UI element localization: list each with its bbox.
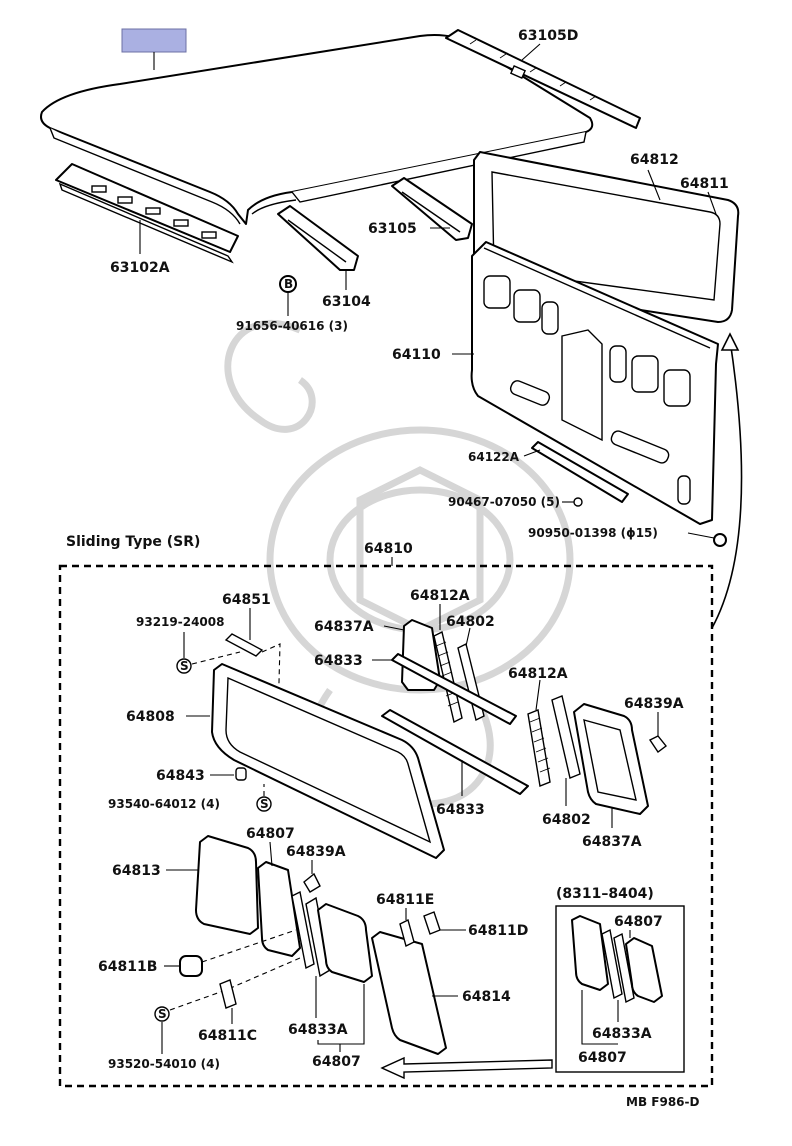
- part-63104-bracket: [277, 205, 359, 271]
- label-93520: 93520-54010 (4): [108, 1057, 220, 1071]
- screw-93219-icon: [176, 658, 192, 674]
- label-64811B: 64811B: [98, 959, 157, 975]
- label-64839A-a: 64839A: [624, 696, 684, 712]
- label-93540: 93540-64012 (4): [108, 797, 220, 811]
- label-64833A-b: 64833A: [592, 1026, 652, 1042]
- part-64808-frame: [211, 663, 445, 859]
- grommet-90950-icon: [713, 533, 727, 547]
- label-63105D: 63105D: [518, 28, 578, 44]
- label-64814: 64814: [462, 989, 511, 1005]
- part-64110-back-panel: [470, 241, 719, 525]
- label-64837A-b: 64837A: [582, 834, 642, 850]
- label-90950: 90950-01398 (ϕ15): [528, 526, 658, 540]
- part-64802-right: [551, 695, 581, 779]
- label-64833-a: 64833: [314, 653, 363, 669]
- part-64807-inset-a: [571, 915, 609, 991]
- part-64811D-clip: [423, 911, 441, 935]
- label-64807-d: 64807: [578, 1050, 627, 1066]
- label-64833-b: 64833: [436, 802, 485, 818]
- label-63105: 63105: [368, 221, 417, 237]
- part-64837A-right: [573, 703, 649, 815]
- label-64811-top: 64811: [680, 176, 729, 192]
- screw-93540-symbol: S: [260, 797, 269, 811]
- label-64813: 64813: [112, 863, 161, 879]
- label-90467: 90467-07050 (5): [448, 495, 560, 509]
- inset-to-main-arrow-icon: [380, 1056, 553, 1080]
- label-inset-range: (8311–8404): [556, 886, 654, 902]
- label-64122A: 64122A: [468, 450, 520, 464]
- highlight-marker: [121, 28, 187, 53]
- label-64808: 64808: [126, 709, 175, 725]
- label-64812A-b: 64812A: [508, 666, 568, 682]
- curved-direction-arrow: [711, 339, 743, 629]
- sliding-type-box: [58, 564, 714, 1088]
- part-64843-stop: [235, 767, 247, 781]
- label-64811E: 64811E: [376, 892, 434, 908]
- part-64122A-strip: [531, 441, 629, 503]
- label-64802-a: 64802: [446, 614, 495, 630]
- roof-panel: [40, 34, 594, 225]
- label-64807-c: 64807: [614, 914, 663, 930]
- label-64843: 64843: [156, 768, 205, 784]
- diagram-code: MB F986-D: [626, 1095, 699, 1109]
- part-64839A-small: [303, 872, 321, 893]
- part-64807-glass-a: [257, 861, 301, 957]
- part-64839A-right: [648, 735, 667, 754]
- label-64807-b: 64807: [312, 1054, 361, 1070]
- part-64851-latch: [224, 633, 264, 657]
- part-64807-inset-b: [625, 937, 663, 1003]
- label-64812-top: 64812: [630, 152, 679, 168]
- label-64811C: 64811C: [198, 1028, 257, 1044]
- label-64110: 64110: [392, 347, 441, 363]
- label-sliding-type: Sliding Type (SR): [66, 534, 200, 550]
- part-64807-glass-b: [317, 903, 373, 983]
- part-64811E-clip: [399, 918, 415, 948]
- part-64814-glass: [371, 931, 447, 1055]
- label-64812A-a: 64812A: [410, 588, 470, 604]
- screw-93520-symbol: S: [158, 1007, 167, 1021]
- inset-box: [555, 905, 685, 1073]
- label-91656: 91656-40616 (3): [236, 319, 348, 333]
- label-64807-a: 64807: [246, 826, 295, 842]
- screw-90467-icon: [573, 497, 583, 507]
- part-63105-bracket: [391, 177, 473, 241]
- curved-arrow-head-icon: [720, 332, 740, 351]
- screw-93219-symbol: S: [180, 659, 189, 673]
- screw-93520-icon: [154, 1006, 170, 1022]
- label-64802-b: 64802: [542, 812, 591, 828]
- part-64812A-right: [527, 709, 551, 787]
- part-64833A-guide-a: [291, 890, 315, 970]
- label-64811D: 64811D: [468, 923, 528, 939]
- label-63102A: 63102A: [110, 260, 170, 276]
- part-64813-glass: [195, 835, 259, 935]
- part-64833A-inset-b: [613, 932, 635, 1004]
- label-64839A-b: 64839A: [286, 844, 346, 860]
- label-93219: 93219-24008: [136, 615, 224, 629]
- label-64810: 64810: [364, 541, 413, 557]
- part-64811B-pad: [179, 955, 203, 977]
- part-64811C-clip: [219, 979, 237, 1009]
- label-64833A-a: 64833A: [288, 1022, 348, 1038]
- label-64837A-a: 64837A: [314, 619, 374, 635]
- screw-93540-icon: [256, 796, 272, 812]
- bolt-91656-symbol: B: [284, 277, 293, 291]
- part-64833A-inset-a: [601, 928, 623, 1000]
- part-64833-upper-guide: [391, 653, 517, 725]
- part-63105D-rail: [445, 29, 641, 129]
- label-63104: 63104: [322, 294, 371, 310]
- part-64833-lower-guide: [381, 709, 529, 795]
- part-63102A-header: [55, 163, 239, 264]
- label-64851: 64851: [222, 592, 271, 608]
